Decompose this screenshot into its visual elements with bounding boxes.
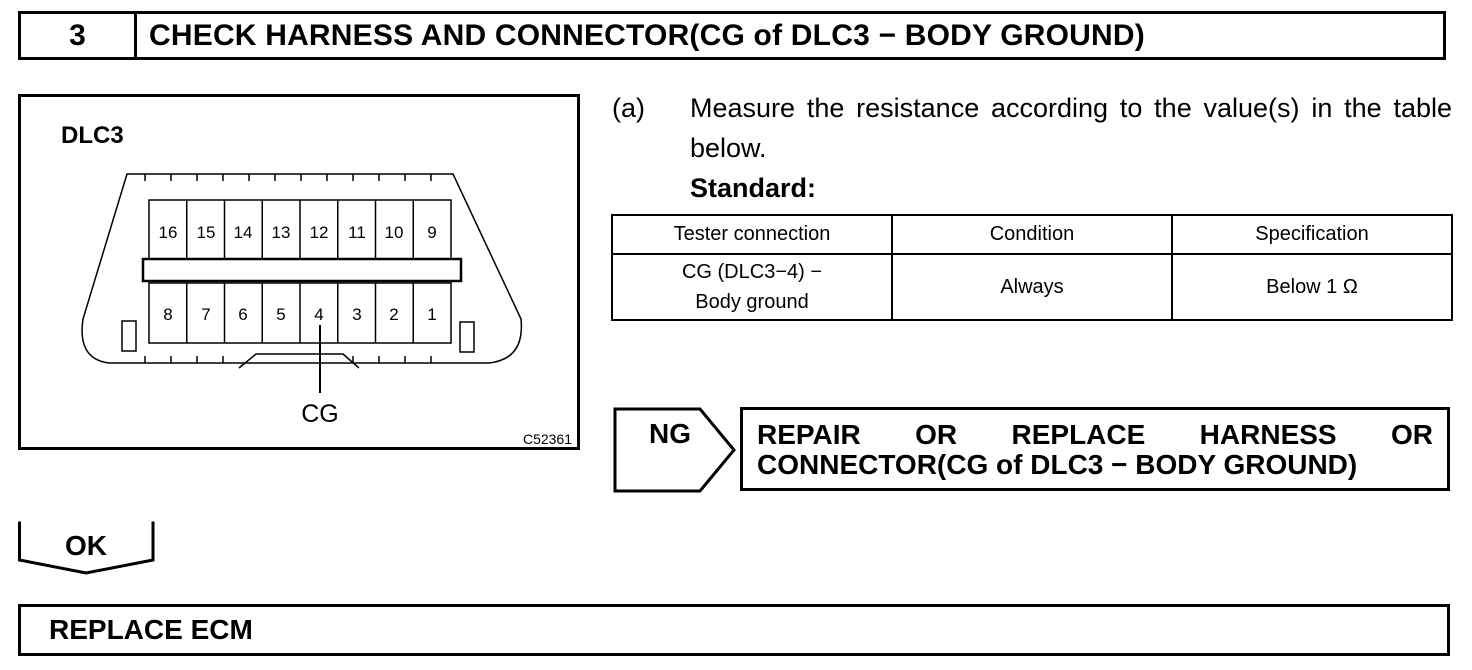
step-number: 3 [21, 14, 137, 57]
pin-label: 16 [159, 223, 178, 242]
pin-label: 12 [310, 223, 329, 242]
latch-right [459, 321, 475, 353]
pin-label: 13 [272, 223, 291, 242]
spec-table: Tester connection Condition Specificatio… [611, 214, 1453, 321]
standard-label: Standard: [690, 173, 817, 203]
pin-label: 2 [389, 305, 398, 324]
step-title: CHECK HARNESS AND CONNECTOR(CG of DLC3 −… [149, 18, 1145, 52]
ok-label: OK [65, 530, 107, 561]
table-header: Tester connection [611, 214, 893, 255]
ok-arrow-shape [18, 521, 155, 575]
table-cell-condition: Always [891, 253, 1173, 321]
table-cell-tester: CG (DLC3−4) − Body ground [611, 253, 893, 321]
pin-label: 14 [234, 223, 253, 242]
pin-label: 5 [276, 305, 285, 324]
table-row: CG (DLC3−4) − Body ground Always Below 1… [611, 253, 1453, 321]
tester-line-2: Body ground [695, 291, 809, 313]
cg-callout: CG [301, 400, 339, 428]
pin-label: 6 [238, 305, 247, 324]
pin-label: 7 [201, 305, 210, 324]
ng-label: NG [649, 418, 691, 449]
tester-line-1: CG (DLC3−4) − [681, 261, 823, 283]
dlc3-connector-diagram: 16 15 14 13 12 11 10 9 8 7 6 5 4 3 2 1 D… [61, 122, 572, 447]
connector-housing [81, 173, 523, 364]
pin-label: 9 [427, 223, 436, 242]
dlc3-figure: 16 15 14 13 12 11 10 9 8 7 6 5 4 3 2 1 D… [18, 94, 580, 450]
pin-label-cg: 4 [314, 305, 323, 324]
ng-action-line-2: CONNECTOR(CG of DLC3 − BODY GROUND) [757, 449, 1358, 480]
pin-label: 10 [385, 223, 404, 242]
housing-notches-top [144, 174, 432, 181]
figure-title: DLC3 [61, 122, 124, 149]
pin-row-bottom [148, 282, 452, 344]
housing-notches-bottom [144, 356, 432, 363]
pin-row-top [148, 199, 452, 260]
connector-key [238, 353, 360, 369]
instruction-label: (a) [612, 93, 645, 123]
table-cell-specification: Below 1 Ω [1171, 253, 1453, 321]
ng-action-line-1: REPAIR OR REPLACE HARNESS OR [757, 419, 1433, 450]
final-action-box: REPLACE ECM [18, 604, 1450, 656]
pin-label: 8 [163, 305, 172, 324]
ng-arrow-shape [613, 407, 736, 493]
ng-action-box: REPAIR OR REPLACE HARNESS OR CONNECTOR(C… [740, 407, 1450, 491]
pin-label: 3 [352, 305, 361, 324]
final-action-text: REPLACE ECM [49, 614, 253, 645]
pin-label: 11 [348, 223, 366, 242]
table-header: Condition [891, 214, 1173, 255]
step-header: 3 CHECK HARNESS AND CONNECTOR(CG of DLC3… [18, 11, 1446, 60]
latch-left [121, 320, 137, 352]
figure-code: C52361 [523, 431, 572, 447]
connector-separator [141, 257, 463, 283]
pin-label: 15 [197, 223, 216, 242]
pin-label: 1 [427, 305, 436, 324]
table-header: Specification [1171, 214, 1453, 255]
table-header-row: Tester connection Condition Specificatio… [611, 214, 1453, 255]
instruction-text: Measure the resistance according to the … [690, 93, 1452, 163]
